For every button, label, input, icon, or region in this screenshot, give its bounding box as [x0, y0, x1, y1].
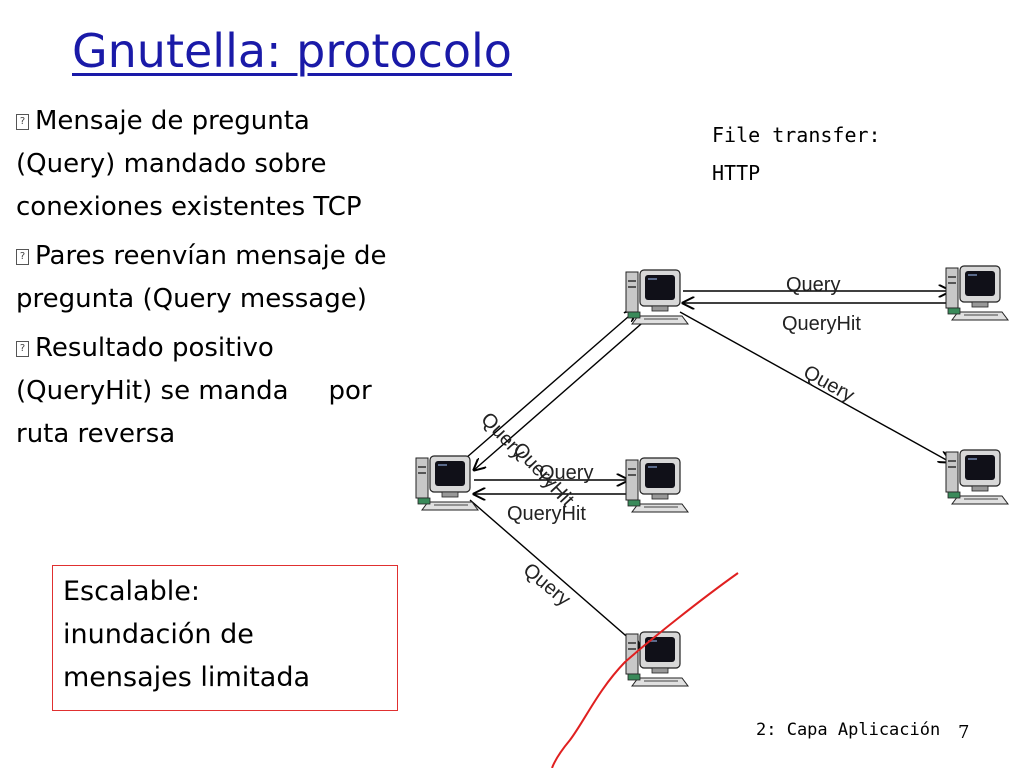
- label-query-top: Query: [786, 274, 840, 296]
- file-transfer-note: File transfer: HTTP: [712, 123, 881, 185]
- bullet-item: ?Pares reenvían mensaje de pregunta (Que…: [16, 241, 387, 314]
- bullet-icon: ?: [16, 113, 29, 130]
- flood-boundary-curve: [551, 572, 739, 768]
- scalability-note-box: Escalable: inundación de mensajes limita…: [52, 565, 398, 711]
- peer-computer-icon: [945, 449, 1009, 505]
- label-queryhit-mid: QueryHit: [507, 503, 586, 525]
- label-query-right-diag: Query: [800, 361, 858, 407]
- label-query-mid: Query: [539, 462, 593, 484]
- peer-computer-icon: [415, 455, 479, 511]
- bullet-item: ?Mensaje de pregunta (Query) mandado sob…: [16, 106, 362, 222]
- slide-title: Gnutella: protocolo: [72, 24, 512, 78]
- peer-computer-icon: [625, 269, 689, 325]
- footer-chapter: 2: Capa Aplicación: [756, 720, 941, 740]
- peer-computer-icon: [625, 631, 689, 687]
- label-queryhit-top: QueryHit: [782, 313, 861, 335]
- peer-computer-icon: [625, 457, 689, 513]
- bullet-icon: ?: [16, 248, 29, 265]
- link-bottom-diag: [469, 499, 640, 648]
- bullet-icon: ?: [16, 340, 29, 357]
- bullet-list: ?Mensaje de pregunta (Query) mandado sob…: [16, 100, 466, 462]
- page-number: 7: [958, 722, 970, 743]
- link-left-diag-query: [465, 310, 636, 459]
- peer-computer-icon: [945, 265, 1009, 321]
- link-left-diag-queryhit: [474, 317, 649, 470]
- link-right-diag: [679, 311, 950, 462]
